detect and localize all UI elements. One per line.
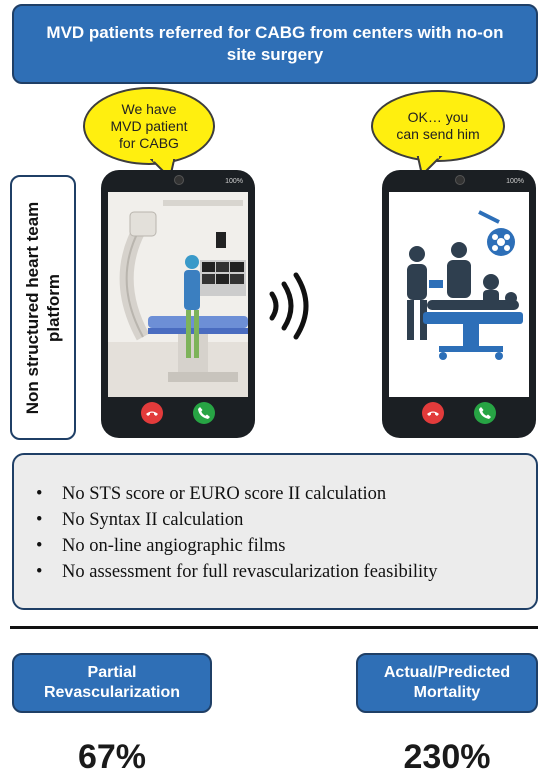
speech-bubble-left-text: We have MVD patient for CABG (110, 100, 188, 151)
list-item: No assessment for full revascularization… (36, 559, 438, 585)
hangup-button (422, 402, 444, 424)
hangup-button (141, 402, 163, 424)
battery-text: 100% (506, 178, 524, 185)
stat-value-left: 67% (77, 738, 147, 776)
side-label-box: Non structured heart team platform (10, 175, 76, 440)
answer-button (474, 402, 496, 424)
signal-waves-icon (269, 272, 309, 340)
stat-label-box-left: Partial Revascularization (12, 653, 212, 713)
stat-label-box-right: Actual/Predicted Mortality (356, 653, 538, 713)
status-bar: 100% (113, 178, 243, 185)
speech-bubble-right-text: OK… you can send him (396, 109, 480, 142)
page-title: MVD patients referred for CABG from cent… (46, 23, 504, 64)
battery-text: 100% (225, 178, 243, 185)
list-item: No on-line angiographic films (36, 533, 438, 559)
stat-value-right: 230% (403, 738, 491, 776)
title-box: MVD patients referred for CABG from cent… (12, 4, 538, 84)
phone-answer-icon (479, 407, 491, 419)
surgery-team-icon (407, 210, 523, 360)
list-item: No Syntax II calculation (36, 507, 438, 533)
stat-label-left: Partial Revascularization (43, 664, 181, 701)
side-label: Non structured heart team platform (23, 201, 63, 414)
phone-right-screen (389, 192, 529, 397)
status-bar: 100% (394, 178, 524, 185)
phone-answer-icon (198, 407, 210, 419)
phone-left-screen (108, 192, 248, 397)
phone-hangup-icon (146, 411, 158, 416)
speech-bubble-left: We have MVD patient for CABG (83, 87, 215, 165)
answer-button (193, 402, 215, 424)
deficiencies-box: No STS score or EURO score II calculatio… (12, 453, 538, 610)
list-item: No STS score or EURO score II calculatio… (36, 481, 438, 507)
speech-bubble-right: OK… you can send him (371, 90, 505, 162)
deficiencies-list: No STS score or EURO score II calculatio… (36, 481, 438, 585)
phone-right: 100% (382, 170, 536, 438)
stat-label-right: Actual/Predicted Mortality (383, 664, 511, 701)
phone-left: 100% (101, 170, 255, 438)
phone-hangup-icon (427, 411, 439, 416)
camera-notch (455, 175, 465, 185)
cath-lab-illustration (108, 192, 248, 397)
camera-notch (174, 175, 184, 185)
divider (10, 626, 538, 629)
